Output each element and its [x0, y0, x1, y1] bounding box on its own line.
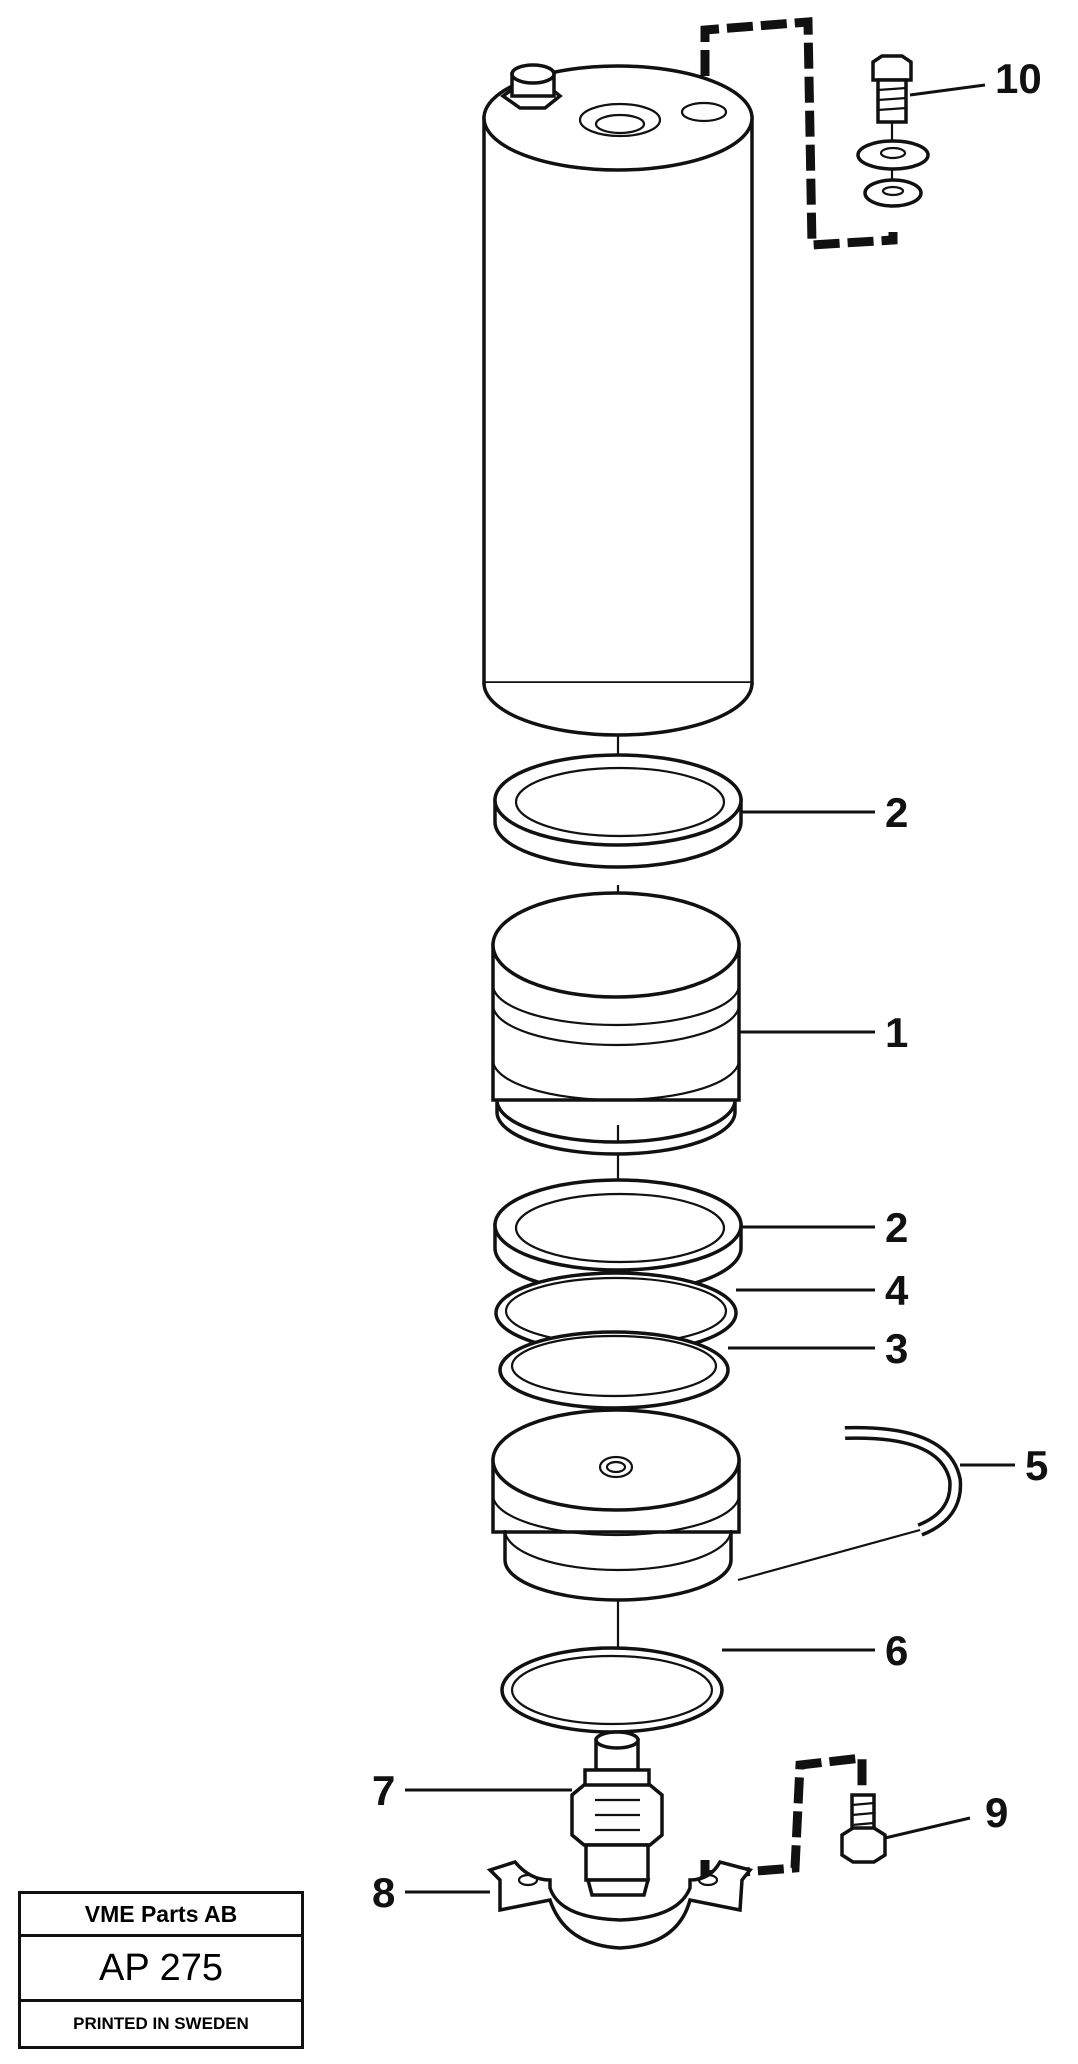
callout-10: 10: [995, 55, 1042, 102]
callout-2-lower: 2: [885, 1204, 908, 1251]
ring-3: [498, 1330, 730, 1410]
title-block: VME Parts AB AP 275 PRINTED IN SWEDEN: [18, 1891, 304, 2049]
piston-1: [491, 891, 741, 1156]
valve-base: [491, 1408, 741, 1602]
drawing-code: AP 275: [21, 1937, 301, 2002]
filter-housing: [482, 63, 754, 737]
callout-2-upper: 2: [885, 789, 908, 836]
callout-8: 8: [372, 1869, 395, 1916]
bolt-9: [840, 1793, 887, 1864]
company-name: VME Parts AB: [21, 1894, 301, 1937]
callout-4: 4: [885, 1267, 909, 1314]
callout-9: 9: [985, 1789, 1008, 1836]
leader-10: [909, 83, 986, 97]
ring-2-upper: [493, 753, 743, 869]
printed-notice: PRINTED IN SWEDEN: [73, 2014, 249, 2033]
o-ring-6: [500, 1646, 724, 1734]
washer-10b: [863, 178, 923, 208]
callout-6: 6: [885, 1627, 908, 1674]
ring-2-lower: [493, 1178, 743, 1295]
hose-5: [737, 1425, 963, 1582]
callout-1: 1: [885, 1009, 908, 1056]
washer-10a: [856, 139, 930, 171]
callout-3: 3: [885, 1325, 908, 1372]
assembly-bracket-bottom: [700, 1752, 867, 1880]
callout-7: 7: [372, 1767, 395, 1814]
clamp-8: [486, 1859, 754, 1950]
callout-5: 5: [1025, 1442, 1048, 1489]
assembly-bracket-top: [700, 17, 898, 250]
fitting-7: [570, 1730, 664, 1897]
bolt-10: [871, 54, 913, 142]
leader-9: [884, 1816, 971, 1840]
